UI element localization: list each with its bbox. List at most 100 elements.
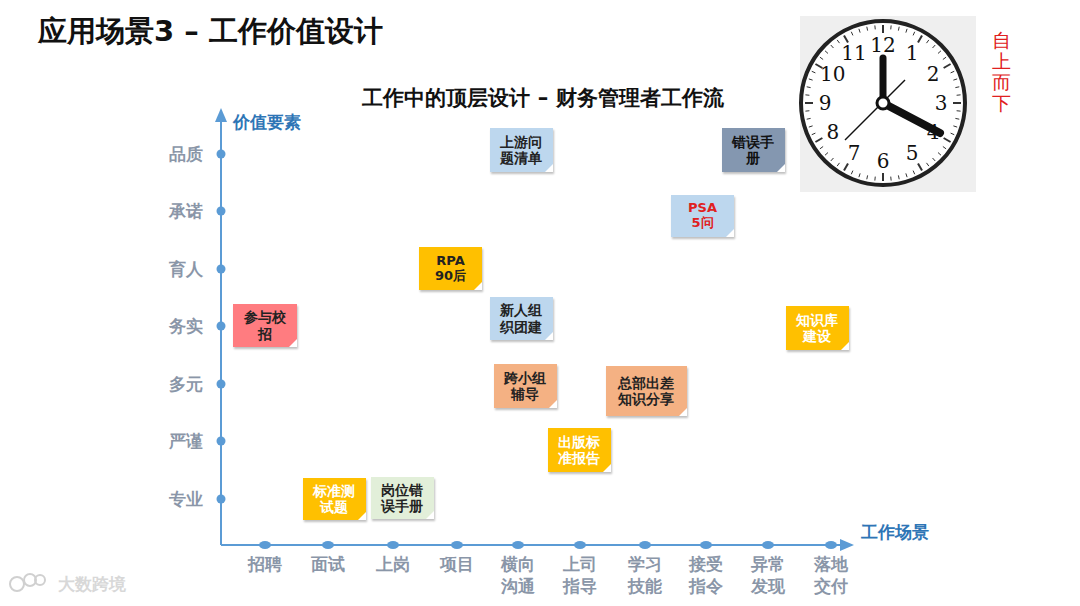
value-label: 多元 (169, 373, 203, 396)
sticky-note: 岗位错误手册 (371, 477, 434, 519)
clock-tick (831, 158, 834, 161)
clock-tick (943, 57, 946, 59)
note-text: 跨小组辅导 (504, 370, 547, 402)
axis-label: 价值要素 (233, 111, 301, 134)
clock-number: 8 (826, 120, 839, 144)
sticky-note: PSA 5问 (671, 195, 734, 237)
clock-ticks (805, 25, 961, 181)
scene-label: 上岗 (375, 553, 411, 575)
sticky-note: 跨小组辅导 (494, 364, 557, 408)
clock-tick (890, 177, 891, 181)
clock-tick (926, 40, 928, 43)
clock-number: 7 (848, 141, 861, 165)
page-title: 应用场景3 – 工作价值设计 (38, 12, 383, 52)
clock-ground (800, 16, 976, 192)
clock-tick (807, 86, 811, 88)
value-label: 承诺 (169, 200, 203, 223)
clock-tick (953, 79, 957, 80)
note-text: 总部出差知识分享 (618, 375, 675, 407)
clock-tick (859, 173, 860, 177)
scene-label: 横向沟通 (500, 553, 536, 597)
clock-tick (851, 171, 853, 175)
clock-tick (951, 133, 955, 135)
clock-tick (874, 177, 875, 181)
x-axis (221, 544, 842, 546)
sticky-note: 参与校招 (233, 304, 297, 347)
clock-tick (820, 57, 823, 59)
clock-number: 11 (841, 41, 866, 65)
scene-label: 面试 (310, 553, 346, 575)
clock-tick (926, 163, 928, 166)
scene-label: 异常发现 (750, 553, 786, 597)
clock-tick (837, 163, 839, 166)
clock-tick (807, 118, 811, 120)
clock-tick (837, 40, 839, 43)
note-text: 知识库建设 (796, 312, 839, 344)
clock-tick (809, 126, 813, 127)
clock-tick (953, 102, 961, 104)
axis-label: 工作场景 (861, 521, 929, 544)
scene-label: 落地交付 (813, 553, 849, 597)
clock-tick (951, 71, 955, 73)
clock-tick (953, 126, 957, 127)
second-hand (845, 80, 905, 140)
x-arrow (840, 539, 854, 551)
y-axis (220, 118, 222, 545)
note-text: RPA 90后 (430, 254, 470, 284)
clock-tick (882, 25, 884, 33)
subtitle: 工作中的顶层设计 – 财务管理者工作流 (362, 84, 723, 112)
clock-number: 2 (927, 62, 940, 86)
clock-tick (831, 45, 834, 48)
clock-tick (933, 45, 936, 48)
clock-tick (820, 146, 823, 148)
axis-dots (217, 150, 838, 550)
clock-tick (943, 146, 946, 148)
clock-number: 9 (819, 91, 832, 115)
clock-number: 10 (820, 62, 845, 86)
clock-tick (874, 25, 875, 29)
scene-label: 招聘 (247, 553, 283, 575)
clock-tick (866, 175, 868, 179)
y-arrow (215, 108, 227, 122)
clock-number: 6 (877, 149, 890, 173)
clock-tick (844, 164, 848, 171)
clock-tick (898, 175, 900, 179)
value-label: 育人 (169, 258, 203, 281)
clock-tick (938, 51, 941, 54)
value-label: 品质 (169, 143, 203, 166)
clock-tick (918, 164, 922, 171)
scene-label: 项目 (439, 553, 475, 575)
clock-tick (812, 71, 816, 73)
note-text: 出版标准报告 (558, 434, 601, 466)
clock-tick (812, 133, 816, 135)
clock-tick (957, 110, 961, 111)
clock-tick (906, 173, 907, 177)
sticky-note: 错误手册 (722, 128, 785, 172)
clock-tick (851, 32, 853, 36)
note-text: 新人组织团建 (500, 302, 543, 334)
clock-tick (825, 153, 828, 156)
clock-tick (913, 171, 915, 175)
note-text: 标准测试题 (313, 483, 356, 515)
clock-face (801, 21, 965, 185)
sticky-note: 总部出差知识分享 (606, 366, 687, 416)
clock-tick (815, 138, 822, 142)
clock-tick (944, 138, 951, 142)
sticky-note: 新人组织团建 (490, 297, 553, 340)
clock-number: 3 (935, 91, 948, 115)
clock-tick (805, 102, 813, 104)
clock-tick (918, 35, 922, 42)
sticky-note: RPA 90后 (419, 247, 482, 290)
value-label: 严谨 (169, 430, 203, 453)
clock-tick (805, 110, 809, 111)
sticky-note: 出版标准报告 (548, 428, 611, 472)
clock-tick (906, 29, 907, 33)
clock-number: 1 (906, 41, 919, 65)
clock-tick (882, 173, 884, 181)
note-text: 参与校招 (243, 309, 286, 341)
scene-label: 接受指令 (688, 553, 724, 597)
value-label: 务实 (169, 315, 203, 338)
clock-tick (809, 79, 813, 80)
vertical-note: 自上而下 (992, 30, 1011, 114)
clock-tick (955, 118, 959, 120)
